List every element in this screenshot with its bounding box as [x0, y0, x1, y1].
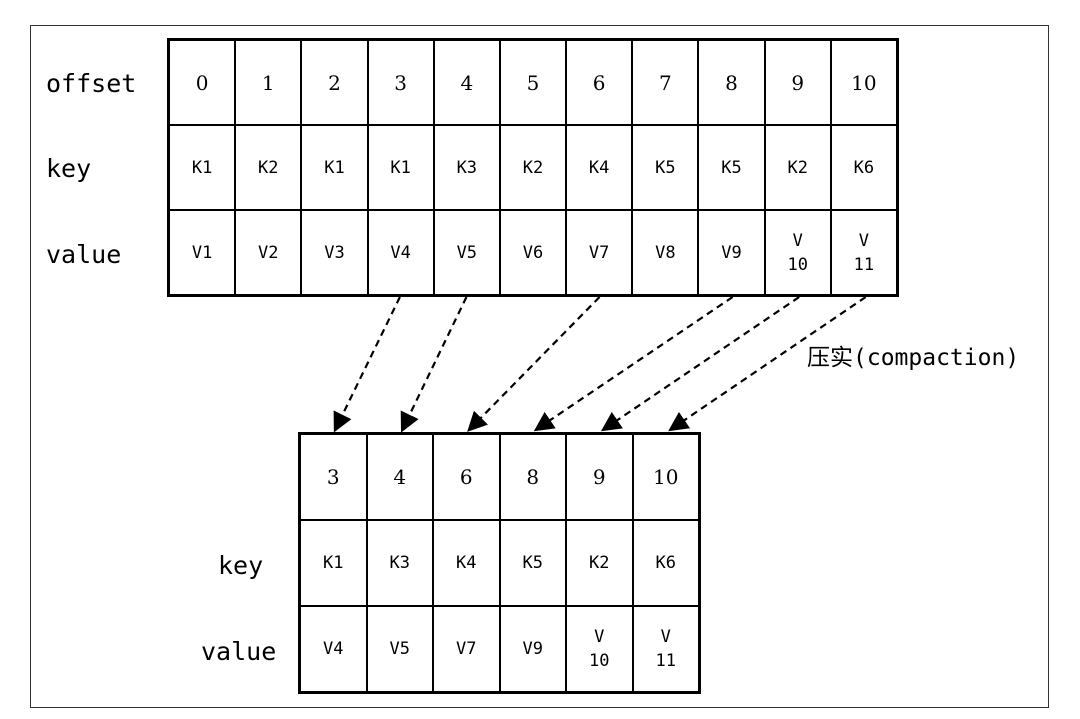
compacted-offset-cell: 9 — [566, 434, 633, 520]
compacted-value-cell: V 11 — [632, 606, 699, 692]
compacted-key-row-label: key — [218, 551, 264, 580]
original-key-cell: K2 — [235, 125, 302, 210]
original-key-cell: K3 — [433, 125, 500, 210]
compacted-key-cell: K3 — [366, 520, 433, 606]
compacted-key-cell: K2 — [566, 520, 633, 606]
offset-row-label: offset — [46, 69, 137, 98]
original-key-cell: K1 — [367, 125, 434, 210]
compacted-key-cell: K1 — [300, 520, 367, 606]
original-value-cell: V2 — [235, 210, 302, 295]
compacted-key-cell: K5 — [499, 520, 566, 606]
compacted-key-cell: K4 — [433, 520, 500, 606]
original-value-cell: V 11 — [830, 210, 897, 295]
compacted-offset-cell: 4 — [366, 434, 433, 520]
original-value-cell: V7 — [566, 210, 633, 295]
original-key-cell: K4 — [566, 125, 633, 210]
original-key-cell: K5 — [632, 125, 699, 210]
compacted-offset-cell: 10 — [632, 434, 699, 520]
diagram-frame — [30, 25, 1049, 708]
value-row-label: value — [46, 240, 122, 269]
original-value-cell: V8 — [632, 210, 699, 295]
original-value-cell: V9 — [698, 210, 765, 295]
compacted-value-cell: V7 — [433, 606, 500, 692]
original-offset-cell: 8 — [698, 40, 765, 125]
compacted-value-cell: V4 — [300, 606, 367, 692]
original-value-cell: V6 — [499, 210, 567, 295]
original-key-cell: K5 — [698, 125, 765, 210]
original-value-cell: V 10 — [764, 210, 831, 295]
original-key-cell: K6 — [830, 125, 897, 210]
original-value-cell: V1 — [169, 210, 236, 295]
original-offset-cell: 10 — [830, 40, 897, 125]
original-offset-cell: 7 — [632, 40, 699, 125]
original-value-cell: V3 — [301, 210, 368, 295]
compacted-offset-cell: 3 — [300, 434, 367, 520]
original-offset-cell: 4 — [433, 40, 500, 125]
compaction-label: 压实(compaction) — [807, 345, 1020, 371]
original-value-cell: V5 — [433, 210, 500, 295]
original-offset-cell: 9 — [764, 40, 831, 125]
original-key-cell: K1 — [169, 125, 236, 210]
original-offset-cell: 0 — [169, 40, 236, 125]
original-offset-cell: 6 — [566, 40, 633, 125]
original-key-cell: K2 — [764, 125, 831, 210]
original-key-cell: K2 — [499, 125, 567, 210]
compacted-value-cell: V5 — [366, 606, 433, 692]
original-offset-cell: 3 — [367, 40, 434, 125]
original-offset-cell: 1 — [235, 40, 302, 125]
compacted-offset-cell: 8 — [499, 434, 566, 520]
compacted-value-row-label: value — [201, 637, 277, 666]
compacted-key-cell: K6 — [632, 520, 699, 606]
original-offset-cell: 2 — [301, 40, 368, 125]
compacted-value-cell: V 10 — [566, 606, 633, 692]
compacted-offset-cell: 6 — [433, 434, 500, 520]
original-value-cell: V4 — [367, 210, 434, 295]
compacted-value-cell: V9 — [499, 606, 566, 692]
key-row-label: key — [46, 154, 92, 183]
original-key-cell: K1 — [301, 125, 368, 210]
original-offset-cell: 5 — [499, 40, 567, 125]
